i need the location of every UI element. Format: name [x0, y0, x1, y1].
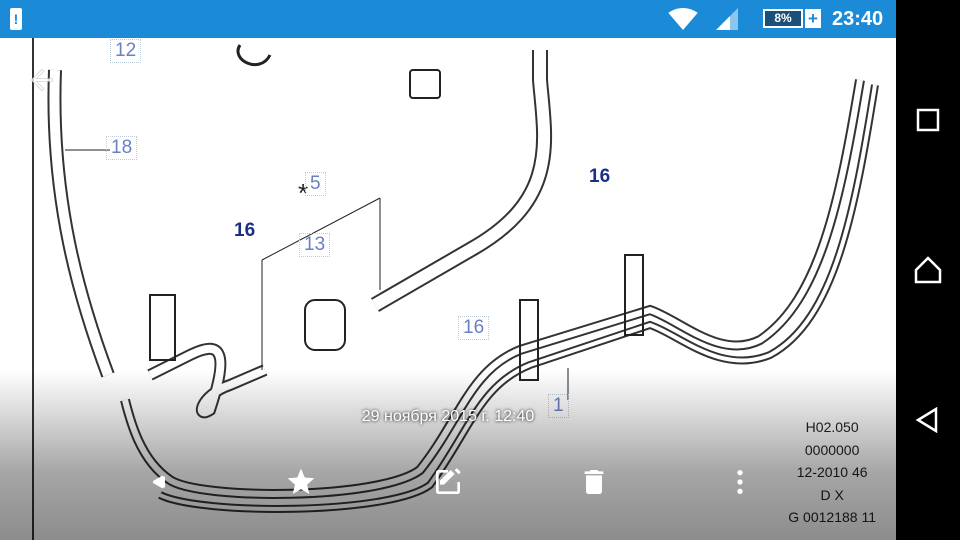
edit-icon[interactable]	[432, 466, 464, 498]
callout-16: 16	[234, 220, 256, 241]
wifi-icon	[668, 8, 698, 30]
callout-5: 5	[305, 172, 326, 196]
info-line: G 0012188 11	[788, 509, 876, 525]
callout-12: 12	[110, 39, 142, 63]
charging-icon: +	[805, 9, 821, 28]
back-arrow-icon[interactable]	[26, 64, 58, 96]
image-viewer[interactable]: 12 18 16 * 5 13 16 16 1 H02.050 0000000 …	[0, 0, 896, 540]
recents-icon[interactable]	[912, 104, 944, 136]
alert-icon: !	[10, 8, 22, 30]
back-icon[interactable]	[912, 404, 944, 436]
battery-icon: 8%	[763, 9, 803, 28]
info-line: 12-2010 46	[796, 464, 868, 480]
callout-1: 1	[548, 394, 569, 418]
callout-13: 13	[299, 233, 331, 257]
clock: 23:40	[832, 8, 884, 30]
diagram-info: H02.050 0000000 12-2010 46 D X G 0012188…	[788, 416, 876, 529]
callout-18: 18	[106, 136, 138, 160]
asterisk-mark: *	[298, 178, 309, 208]
status-bar: ! 8% + 23:40	[0, 0, 896, 38]
signal-icon	[716, 8, 738, 30]
info-line: D X	[820, 486, 844, 503]
home-icon[interactable]	[912, 254, 944, 286]
navigation-bar	[896, 0, 960, 540]
callout-16: 16	[589, 166, 611, 187]
photo-timestamp: 29 ноября 2015 г. 12:40	[361, 408, 535, 425]
more-options-icon[interactable]	[724, 466, 756, 498]
parts-diagram	[32, 38, 879, 540]
info-line: H02.050	[805, 419, 859, 435]
info-line: 0000000	[804, 441, 860, 458]
callout-16: 16	[458, 316, 490, 340]
share-icon[interactable]	[141, 466, 173, 498]
star-icon[interactable]	[285, 466, 317, 498]
delete-icon[interactable]	[578, 466, 610, 498]
